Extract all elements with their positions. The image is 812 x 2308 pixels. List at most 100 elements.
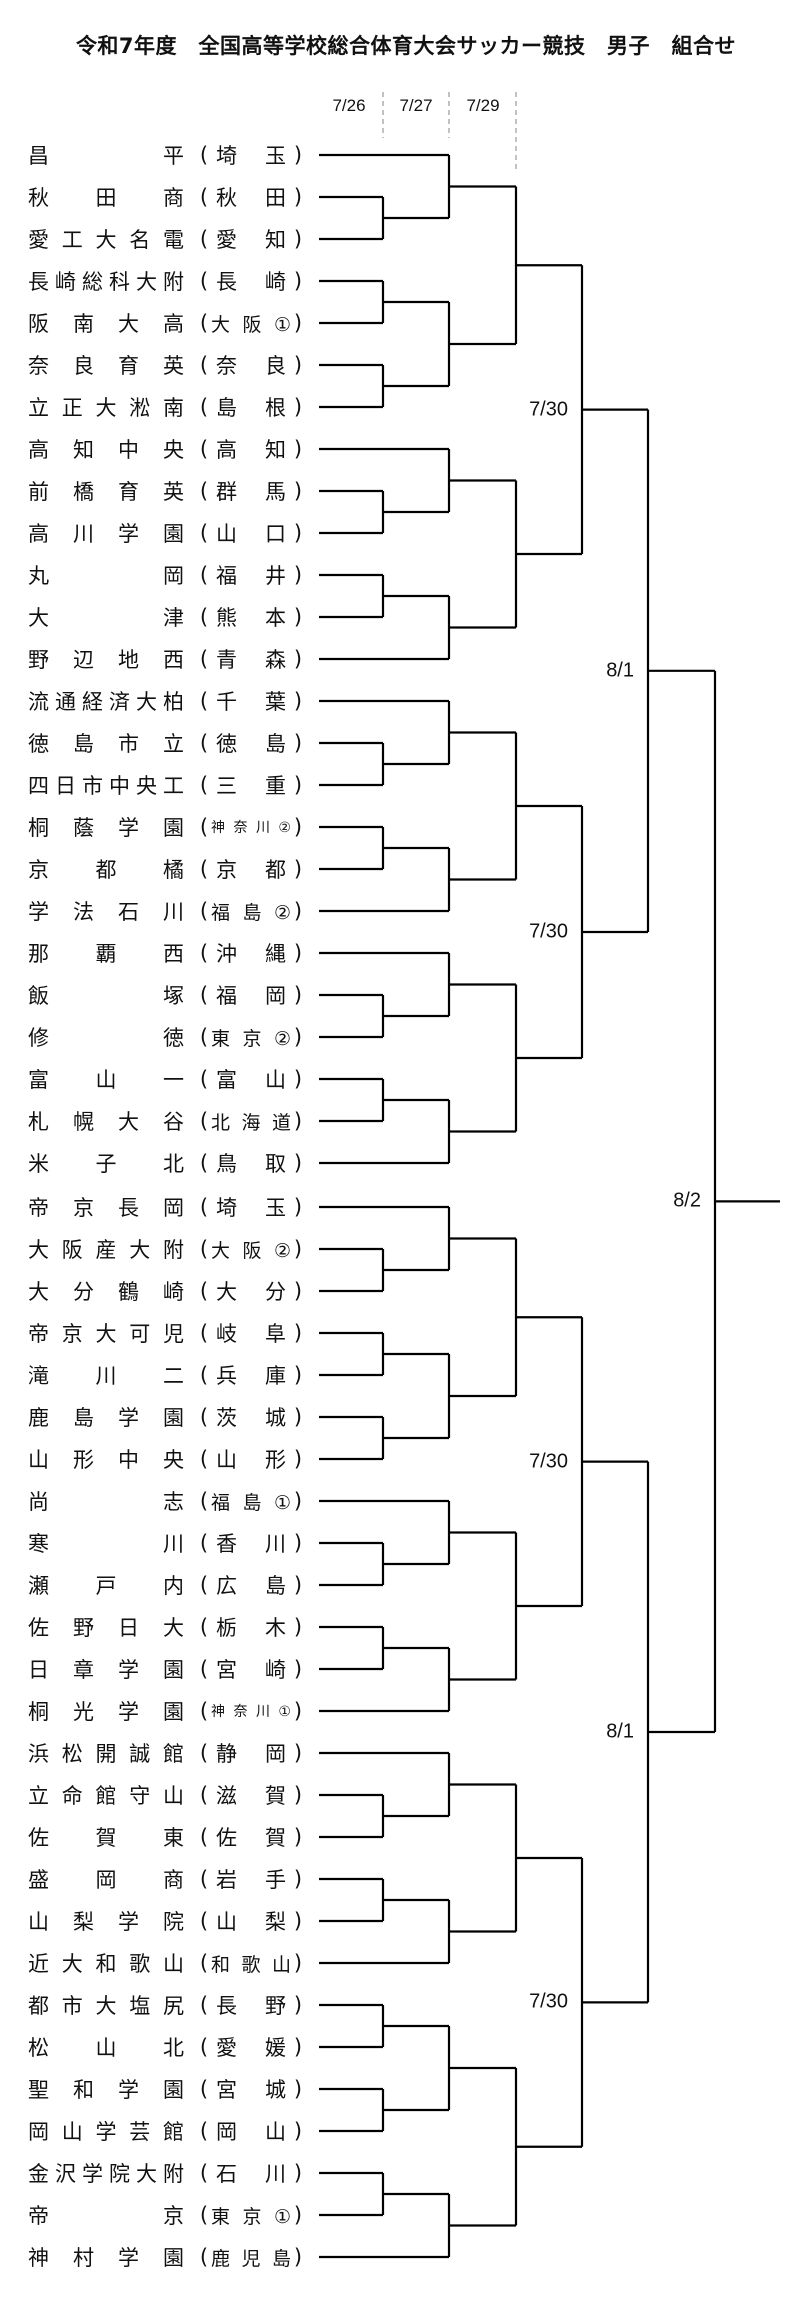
prefecture-name: 岡山: [216, 2120, 286, 2144]
close-paren: ): [293, 1237, 303, 1261]
close-paren: ): [293, 2119, 303, 2143]
team-name: 大阪産大附: [28, 1238, 184, 1262]
match-date-label: 7/30: [529, 1450, 568, 1473]
team-prefecture: (鹿児島): [198, 2244, 304, 2271]
open-paren: (: [199, 731, 209, 755]
team-prefecture: (東京②): [198, 1024, 304, 1051]
prefecture-name: 徳島: [216, 732, 286, 756]
open-paren: (: [199, 1363, 209, 1387]
team-prefecture: (青森): [198, 644, 304, 674]
prefecture-name: 山形: [216, 1448, 286, 1472]
close-paren: ): [293, 983, 303, 1007]
team-row: 佐賀東(佐賀): [28, 1824, 304, 1850]
team-prefecture: (高知): [198, 434, 304, 464]
prefecture-name: 埼玉: [216, 1196, 286, 1220]
team-row: 米子北(鳥取): [28, 1150, 304, 1176]
prefecture-name: 富山: [216, 1068, 286, 1092]
open-paren: (: [199, 395, 209, 419]
match-date-label: 8/2: [673, 1189, 701, 1212]
team-name: 佐野日大: [28, 1616, 184, 1640]
team-prefecture: (富山): [198, 1064, 304, 1094]
team-prefecture: (広島): [198, 1570, 304, 1600]
prefecture-name: 三重: [216, 774, 286, 798]
team-row: 高知中央 (高知): [28, 436, 304, 462]
team-prefecture: (栃木): [198, 1612, 304, 1642]
team-row: 丸岡(福井): [28, 562, 304, 588]
close-paren: ): [293, 941, 303, 965]
team-name: 大分鶴崎: [28, 1280, 184, 1304]
open-paren: (: [199, 1195, 209, 1219]
team-row: 滝川二(兵庫): [28, 1362, 304, 1388]
close-paren: ): [293, 185, 303, 209]
prefecture-name: 埼玉: [216, 144, 286, 168]
team-prefecture: (宮崎): [198, 1654, 304, 1684]
team-row: 桐蔭学園(神奈川②): [28, 814, 304, 840]
team-prefecture: (東京①): [198, 2202, 304, 2229]
close-paren: ): [293, 1867, 303, 1891]
team-name: 山梨学院: [28, 1910, 184, 1934]
team-prefecture: (大分): [198, 1276, 304, 1306]
team-prefecture: (徳島): [198, 728, 304, 758]
team-name: 盛岡商: [28, 1868, 184, 1892]
team-row: 帝京(東京①): [28, 2202, 304, 2228]
match-date-label: 8/1: [606, 1720, 634, 1743]
close-paren: ): [293, 1699, 303, 1723]
team-row: 那覇西(沖縄): [28, 940, 304, 966]
prefecture-name: 石川: [216, 2162, 286, 2186]
prefecture-name: 鳥取: [216, 1152, 286, 1176]
team-prefecture: (石川): [198, 2158, 304, 2188]
team-prefecture: (福井): [198, 560, 304, 590]
team-row: 徳島市立(徳島): [28, 730, 304, 756]
team-row: 愛工大名電(愛知): [28, 226, 304, 252]
team-row: 前橋育英(群馬): [28, 478, 304, 504]
team-name: 岡山学芸館: [28, 2120, 184, 2144]
open-paren: (: [199, 1909, 209, 1933]
team-name: 野辺地西: [28, 648, 184, 672]
close-paren: ): [293, 521, 303, 545]
team-row: 山梨学院(山梨): [28, 1908, 304, 1934]
close-paren: ): [293, 1657, 303, 1681]
team-name: 金沢学院大附: [28, 2162, 184, 2186]
open-paren: (: [199, 521, 209, 545]
prefecture-name: 茨城: [216, 1406, 286, 1430]
team-row: 松山北(愛媛): [28, 2034, 304, 2060]
close-paren: ): [293, 1405, 303, 1429]
prefecture-name: 青森: [216, 648, 286, 672]
team-prefecture: (香川): [198, 1528, 304, 1558]
team-prefecture: (京都): [198, 854, 304, 884]
prefecture-name: 岐阜: [216, 1322, 286, 1346]
team-row: 鹿島学園(茨城): [28, 1404, 304, 1430]
team-prefecture: (大阪①): [198, 310, 304, 337]
team-name: 立正大淞南: [28, 396, 184, 420]
team-prefecture: (三重): [198, 770, 304, 800]
prefecture-name: 鹿児島: [211, 2247, 291, 2270]
close-paren: ): [293, 1909, 303, 1933]
close-paren: ): [293, 563, 303, 587]
team-name: 高知中央: [28, 438, 184, 462]
team-name: 流通経済大柏: [28, 690, 184, 714]
team-name: 米子北: [28, 1152, 184, 1176]
team-row: 阪南大高(大阪①): [28, 310, 304, 336]
prefecture-name: 福島②: [211, 901, 291, 924]
team-name: 山形中央: [28, 1448, 184, 1472]
page-title: 令和7年度 全国高等学校総合体育大会サッカー競技 男子 組合せ: [75, 34, 737, 58]
close-paren: ): [293, 143, 303, 167]
team-row: 大分鶴崎 (大分): [28, 1278, 304, 1304]
team-name: 鹿島学園: [28, 1406, 184, 1430]
close-paren: ): [293, 605, 303, 629]
prefecture-name: 千葉: [216, 690, 286, 714]
team-prefecture: (大阪②): [198, 1236, 304, 1263]
close-paren: ): [293, 227, 303, 251]
prefecture-name: 静岡: [216, 1742, 286, 1766]
prefecture-name: 岩手: [216, 1868, 286, 1892]
match-date-label: 7/30: [529, 920, 568, 943]
open-paren: (: [199, 1067, 209, 1091]
prefecture-name: 広島: [216, 1574, 286, 1598]
close-paren: ): [293, 2035, 303, 2059]
prefecture-name: 兵庫: [216, 1364, 286, 1388]
close-paren: ): [293, 689, 303, 713]
prefecture-name: 山口: [216, 522, 286, 546]
open-paren: (: [199, 1489, 209, 1513]
close-paren: ): [293, 311, 303, 335]
